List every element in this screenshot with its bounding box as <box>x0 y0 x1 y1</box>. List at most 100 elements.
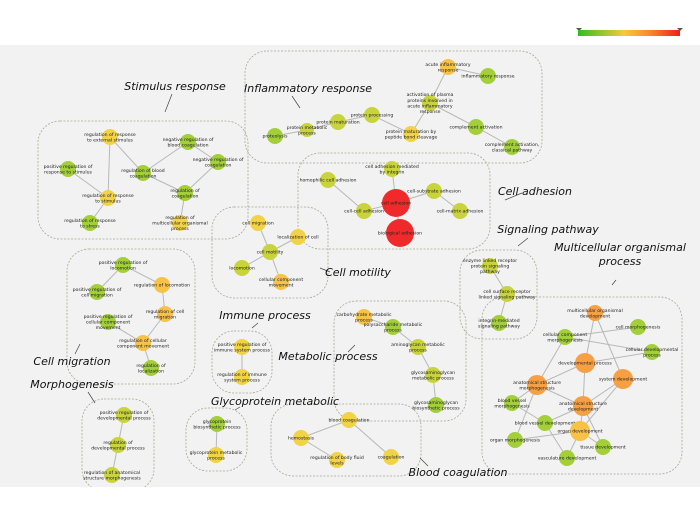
node-circle[interactable] <box>157 306 173 322</box>
node-circle[interactable] <box>480 68 496 84</box>
node-circle[interactable] <box>250 215 266 231</box>
go-term-node[interactable]: complement activation <box>449 119 503 135</box>
node-circle[interactable] <box>491 315 507 331</box>
node-circle[interactable] <box>234 369 250 385</box>
node-circle[interactable] <box>527 375 547 395</box>
go-term-node[interactable]: localization of cell <box>277 229 319 245</box>
go-term-node[interactable]: coagulation <box>378 449 405 465</box>
go-term-node[interactable]: proteolysis <box>262 128 288 144</box>
node-circle[interactable] <box>507 432 523 448</box>
node-circle[interactable] <box>262 244 278 260</box>
go-term-node[interactable]: inflammatory response <box>461 68 515 84</box>
node-circle[interactable] <box>426 183 442 199</box>
node-circle[interactable] <box>468 119 484 135</box>
node-circle[interactable] <box>180 134 196 150</box>
node-circle[interactable] <box>177 185 193 201</box>
node-circle[interactable] <box>154 277 170 293</box>
node-circle[interactable] <box>115 257 131 273</box>
go-term-node[interactable]: complement activation,classical pathway <box>485 139 540 155</box>
node-circle[interactable] <box>110 437 126 453</box>
node-circle[interactable] <box>234 260 250 276</box>
node-circle[interactable] <box>100 190 116 206</box>
node-circle[interactable] <box>386 219 414 247</box>
node-circle[interactable] <box>356 203 372 219</box>
node-circle[interactable] <box>570 421 590 441</box>
go-term-node[interactable]: protein maturation <box>316 114 360 130</box>
go-term-node[interactable]: tissue development <box>580 439 626 455</box>
node-circle[interactable] <box>575 353 595 373</box>
node-circle[interactable] <box>573 396 593 416</box>
node-circle[interactable] <box>210 154 226 170</box>
node-circle[interactable] <box>300 123 314 137</box>
node-circle[interactable] <box>320 172 336 188</box>
node-circle[interactable] <box>100 314 116 330</box>
node-circle[interactable] <box>102 129 118 145</box>
go-term-node[interactable]: cell-substrate adhesion <box>407 183 461 199</box>
node-circle[interactable] <box>425 367 441 383</box>
node-circle[interactable] <box>504 395 520 411</box>
node-circle[interactable] <box>504 139 520 155</box>
node-circle[interactable] <box>364 107 380 123</box>
node-circle[interactable] <box>273 274 289 290</box>
node-circle[interactable] <box>559 450 575 466</box>
node-circle[interactable] <box>209 416 225 432</box>
node-circle[interactable] <box>60 161 76 177</box>
node-circle[interactable] <box>172 215 188 231</box>
go-term-node[interactable]: cell motility <box>257 244 284 260</box>
go-term-node[interactable]: cell morphogenesis <box>616 319 661 335</box>
node-circle[interactable] <box>293 430 309 446</box>
go-term-node[interactable]: blood vessel development <box>515 415 576 431</box>
go-term-node[interactable]: cell migration <box>242 215 274 231</box>
node-circle[interactable] <box>537 415 553 431</box>
go-term-node[interactable]: cell adhesion <box>381 189 411 217</box>
node-circle[interactable] <box>630 319 646 335</box>
node-circle[interactable] <box>116 407 132 423</box>
go-term-node[interactable]: locomotion <box>229 260 255 276</box>
node-circle[interactable] <box>208 447 224 463</box>
node-circle[interactable] <box>587 305 603 321</box>
node-circle[interactable] <box>341 412 357 428</box>
node-circle[interactable] <box>422 95 438 111</box>
node-circle[interactable] <box>482 258 498 274</box>
node-circle[interactable] <box>356 309 372 325</box>
node-circle[interactable] <box>104 467 120 483</box>
node-circle[interactable] <box>557 329 573 345</box>
node-circle[interactable] <box>329 452 345 468</box>
node-circle[interactable] <box>82 215 98 231</box>
node-circle[interactable] <box>384 161 400 177</box>
node-circle[interactable] <box>383 449 399 465</box>
